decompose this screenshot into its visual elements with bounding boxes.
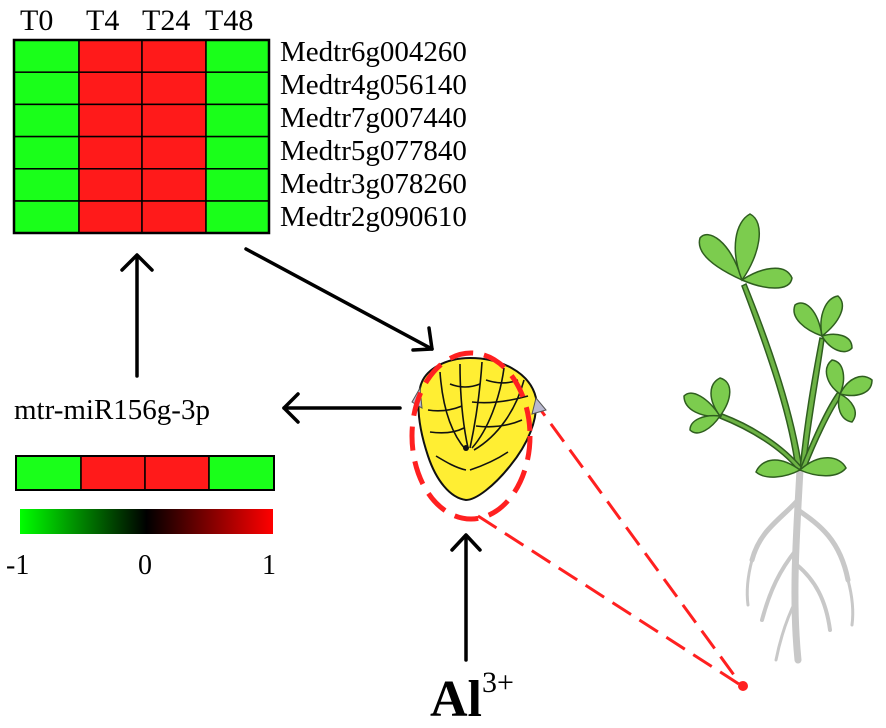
arrow-genes-to-root-tip-head <box>411 326 434 352</box>
column-header-t4: T4 <box>86 4 120 37</box>
arrow-mirna-to-genes-head <box>120 253 154 272</box>
ion-symbol: Al <box>430 671 482 728</box>
arrow-root-tip-to-mirna-head <box>282 392 300 424</box>
root-tip-point <box>738 681 748 691</box>
heatmap-cell <box>13 135 80 170</box>
scale-max-label: 1 <box>262 550 276 581</box>
mirna-cell <box>15 455 82 491</box>
column-header-t48: T48 <box>205 4 254 37</box>
heatmap-cell <box>13 39 80 73</box>
heatmap-cell <box>141 168 207 202</box>
gene-heatmap <box>13 39 270 234</box>
gene-label: Medtr5g077840 <box>280 135 467 167</box>
column-header-t0: T0 <box>20 4 54 37</box>
scale-mid-label: 0 <box>138 550 152 581</box>
gene-label: Medtr7g007440 <box>280 102 467 134</box>
heatmap-cell <box>205 39 270 73</box>
aluminium-ion-label: Al3+ <box>430 668 514 726</box>
heatmap-cell <box>78 71 143 106</box>
heatmap-cell <box>78 135 143 170</box>
heatmap-cell <box>141 103 207 138</box>
heatmap-cell <box>205 200 270 234</box>
gene-label: Medtr4g056140 <box>280 69 467 101</box>
scale-min-label: -1 <box>6 550 30 581</box>
heatmap-cell <box>13 103 80 138</box>
mirna-cell <box>80 455 146 491</box>
ion-charge: 3+ <box>482 666 514 699</box>
heatmap-cell <box>78 200 143 234</box>
mirna-heatmap <box>15 455 275 491</box>
plant-roots <box>745 466 855 664</box>
root-tip-illustration <box>409 350 547 522</box>
arrow-genes-to-root-tip <box>244 247 434 351</box>
mirna-cell <box>144 455 210 491</box>
heatmap-cell <box>78 39 143 73</box>
heatmap-cell <box>141 71 207 106</box>
heatmap-cell <box>205 71 270 106</box>
heatmap-cell <box>141 135 207 170</box>
heatmap-cell <box>205 168 270 202</box>
gene-label: Medtr3g078260 <box>280 168 467 200</box>
column-header-t24: T24 <box>142 4 191 37</box>
heatmap-border <box>12 38 271 235</box>
magnification-lines <box>477 397 744 688</box>
gene-label: Medtr6g004260 <box>280 36 467 68</box>
heatmap-cell <box>78 168 143 202</box>
mirna-label: mtr-miR156g-3p <box>14 394 210 426</box>
gene-label: Medtr2g090610 <box>280 201 467 233</box>
heatmap-cell <box>13 200 80 234</box>
heatmap-cell <box>13 71 80 106</box>
heatmap-cell <box>141 39 207 73</box>
heatmap-cell <box>78 103 143 138</box>
heatmap-cell <box>205 103 270 138</box>
arrow-ion-to-root-tip-head <box>450 533 482 552</box>
heatmap-cell <box>205 135 270 170</box>
root-tip-highlight-ring <box>409 350 533 522</box>
color-scale-bar <box>20 509 273 534</box>
mirna-strip-border <box>15 455 275 491</box>
plant-leaves <box>683 213 873 478</box>
heatmap-cell <box>141 200 207 234</box>
mirna-cell <box>208 455 275 491</box>
heatmap-cell <box>13 168 80 202</box>
